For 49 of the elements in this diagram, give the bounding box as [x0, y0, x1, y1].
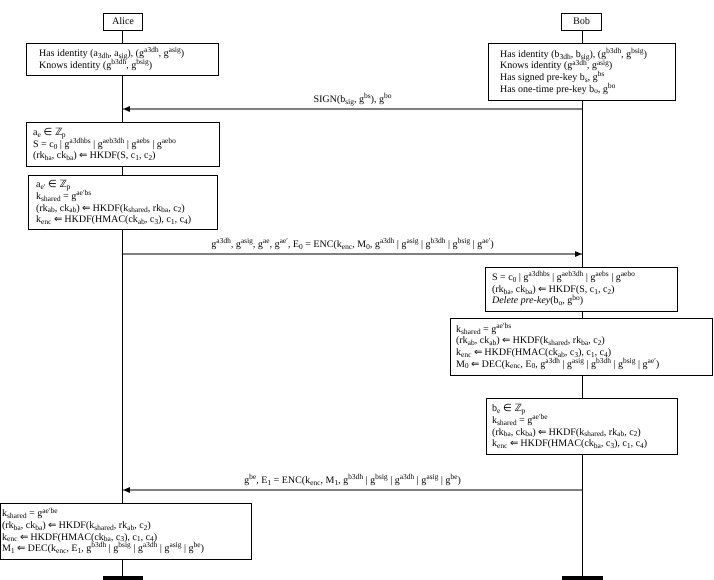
formula-line: (rk$_{ba}$, ck$_{ba}$) ⇐ HKDF(k$_{shared}$, rk$_{ab}$, c$_{2}$) — [2, 520, 151, 532]
lifeline — [582, 31, 583, 576]
computation-box — [26, 122, 220, 167]
lifeline-end-bar — [103, 576, 143, 580]
formula-line: k$_{enc}$ ⇐ HKDF(HMAC(ck$_{ba}$, c$_{3}$), c$_{1}$, c$_{4}$) — [492, 438, 648, 450]
message-label: g$^{a3dh}$, g$^{asig}$, g$^{ae}$, g$^{ae′}$, E$_{0}$ = ENC(k$_{enc}$, M$_{0}$, g$^{a3dh}$ | g$^{asig}$ | g$^{b3dh}$ | g$^{bsig}$ | g$^{ae′}$) — [209, 239, 496, 251]
participant-box — [103, 13, 143, 31]
formula-line: M$_{1}$ ⇐ DEC(k$_{enc}$, E$_{1}$, g$^{b3dh}$ | g$^{bsig}$ | g$^{a3dh}$ | g$^{asig}$ | g$^{be}$) — [2, 543, 204, 555]
statement-line: Has identity (a$_{3dh}$, a$_{sig}$), (g$^{a3dh}$, g$^{asig}$) — [39, 48, 184, 60]
formula-line: k$_{shared}$ = g$^{ae′be}$ — [2, 508, 58, 520]
participant-box — [561, 13, 602, 31]
message-label: SIGN(b$_{sig}$, g$^{bs}$), g$^{bo}$ — [312, 94, 394, 106]
statement-line: Has identity (b$_{3dh}$, b$_{sig}$), (g$^{b3dh}$, g$^{bsig}$) — [500, 48, 647, 60]
formula-line: Delete pre-key(b$_{o}$, g$^{bo}$) — [492, 295, 584, 307]
statement-line: Knows identity (g$^{b3dh}$, g$^{bsig}$) — [39, 60, 152, 72]
computation-box — [485, 267, 678, 312]
formula-line: k$_{shared}$ = g$^{ae′bs}$ — [36, 190, 92, 202]
participant-name: Alice — [112, 16, 134, 28]
formula-line: k$_{enc}$ ⇐ HKDF(HMAC(ck$_{ab}$, c$_{3}$), c$_{1}$, c$_{4}$) — [456, 347, 612, 359]
computation-box — [0, 503, 252, 560]
formula-line: (rk$_{ab}$, ck$_{ab}$) ⇐ HKDF(k$_{shared}$, rk$_{ba}$, c$_{2}$) — [456, 335, 605, 347]
lifeline-end-bar — [562, 576, 603, 580]
participant-name: Bob — [573, 16, 590, 28]
computation-box — [486, 398, 678, 455]
statement-line: Knows identity (g$^{a3dh}$, g$^{asig}$) — [500, 60, 612, 72]
formula-line: (rk$_{ba}$, ck$_{ba}$) ⇐ HKDF(S, c$_{1}$, c$_{2}$) — [33, 150, 156, 162]
state-box — [26, 43, 219, 76]
formula-line: S = c$_{0}$ | g$^{a3dhbs}$ | g$^{aeb3dh}$ | g$^{aebs}$ | g$^{aebo}$ — [492, 272, 635, 284]
computation-box — [450, 318, 713, 376]
formula-line: k$_{enc}$ ⇐ HKDF(HMAC(ck$_{ab}$, c$_{3}$), c$_{1}$, c$_{4}$) — [36, 214, 192, 226]
statement-line: Has one-time pre-key b$_{o}$, g$^{bo}$ — [500, 84, 616, 96]
formula-line: a$_{e}$ ∈ ℤ$_{p}$ — [33, 127, 66, 139]
lifeline — [122, 31, 123, 576]
message-arrow — [122, 487, 582, 493]
message-arrow — [122, 106, 582, 112]
formula-line: S = c$_{0}$ | g$^{a3dhbs}$ | g$^{aeb3dh}$ | g$^{aebs}$ | g$^{aebo}$ — [33, 138, 176, 150]
message-label: g$^{be}$, E$_{1}$ = ENC(k$_{enc}$, M$_{1}$, g$^{b3dh}$ | g$^{bsig}$ | g$^{a3dh}$ | g$^{asig}$ | g$^{be}$) — [242, 475, 463, 487]
formula-line: (rk$_{ba}$, ck$_{ba}$) ⇐ HKDF(k$_{shared}$, rk$_{ab}$, c$_{2}$) — [492, 426, 641, 438]
formula-line: (rk$_{ab}$, ck$_{ab}$) ⇐ HKDF(k$_{shared}$, rk$_{ba}$, c$_{2}$) — [36, 202, 185, 214]
state-box — [488, 43, 676, 101]
formula-line: M$_{0}$ ⇐ DEC(k$_{enc}$, E$_{0}$, g$^{a3dh}$ | g$^{asig}$ | g$^{b3dh}$ | g$^{bsig}$ | g$^{ae′}$) — [456, 358, 660, 370]
formula-line: (rk$_{ba}$, ck$_{ba}$) ⇐ HKDF(S, c$_{1}$, c$_{2}$) — [492, 284, 614, 296]
formula-line: a$_{e′}$ ∈ ℤ$_{p}$ — [36, 179, 70, 191]
formula-line: k$_{shared}$ = g$^{ae′be}$ — [492, 414, 548, 426]
computation-box — [28, 175, 218, 230]
message-arrow — [122, 251, 582, 257]
statement-line: Has signed pre-key b$_{s}$, g$^{bs}$ — [500, 72, 604, 84]
formula-line: b$_{e}$ ∈ ℤ$_{p}$ — [492, 403, 526, 415]
formula-line: k$_{shared}$ = g$^{ae′bs}$ — [456, 324, 512, 336]
